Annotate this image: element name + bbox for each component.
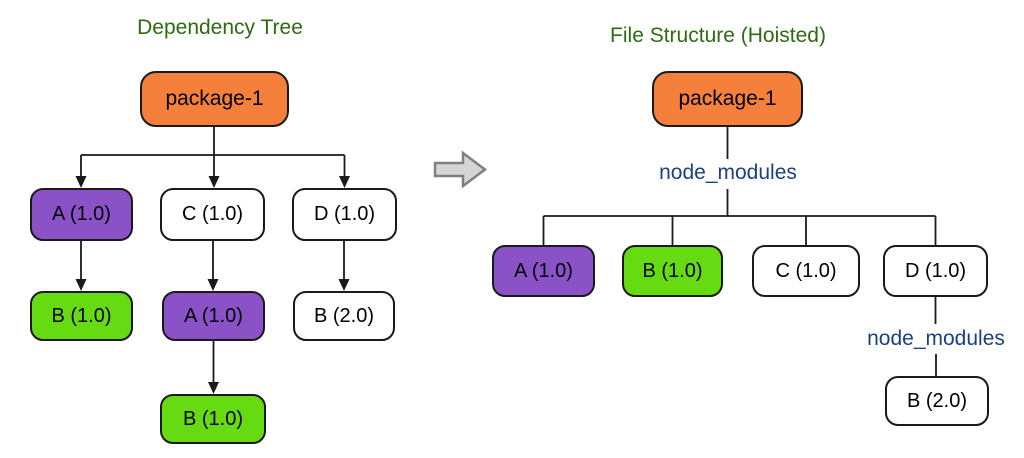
fs-folder-node-modules: node_modules — [659, 161, 797, 184]
transform-arrow-icon — [433, 150, 488, 189]
arrowhead-c-to-a — [207, 279, 219, 291]
fs-node-d-1-0: D (1.0) — [883, 245, 988, 297]
arrowhead-a-to-b — [75, 279, 87, 291]
dep-node-c-1-0: C (1.0) — [160, 188, 265, 241]
arrowhead-d-to-b2 — [338, 279, 350, 291]
dep-tree-arrowheads — [75, 176, 350, 394]
dep-node-b-1-0-under-a: B (1.0) — [30, 291, 133, 341]
arrowhead-a-to-b-deep — [208, 382, 219, 394]
fs-node-b-2-0: B (2.0) — [885, 376, 989, 426]
dep-root-package-1: package-1 — [140, 71, 289, 127]
fs-root-package-1: package-1 — [652, 71, 803, 127]
file-structure-title: File Structure (Hoisted) — [610, 24, 826, 47]
dep-node-a-1-0-under-c: A (1.0) — [162, 291, 265, 341]
arrowhead-to-d — [339, 176, 350, 188]
dep-node-b-1-0-deep: B (1.0) — [160, 394, 266, 444]
dependency-tree-title: Dependency Tree — [137, 16, 303, 39]
dep-node-d-1-0: D (1.0) — [292, 188, 397, 241]
fs-tree-connectors — [542, 127, 937, 376]
fs-folder-node-modules-nested: node_modules — [867, 327, 1005, 350]
fs-node-a-1-0: A (1.0) — [492, 245, 595, 297]
dep-node-b-2-0-under-d: B (2.0) — [293, 291, 395, 341]
arrowhead-to-a — [75, 176, 87, 188]
fs-node-b-1-0: B (1.0) — [622, 245, 723, 297]
dep-node-a-1-0: A (1.0) — [30, 188, 133, 241]
fs-node-c-1-0: C (1.0) — [752, 245, 860, 297]
arrowhead-to-c — [208, 176, 220, 188]
dep-tree-connectors — [80, 127, 346, 382]
